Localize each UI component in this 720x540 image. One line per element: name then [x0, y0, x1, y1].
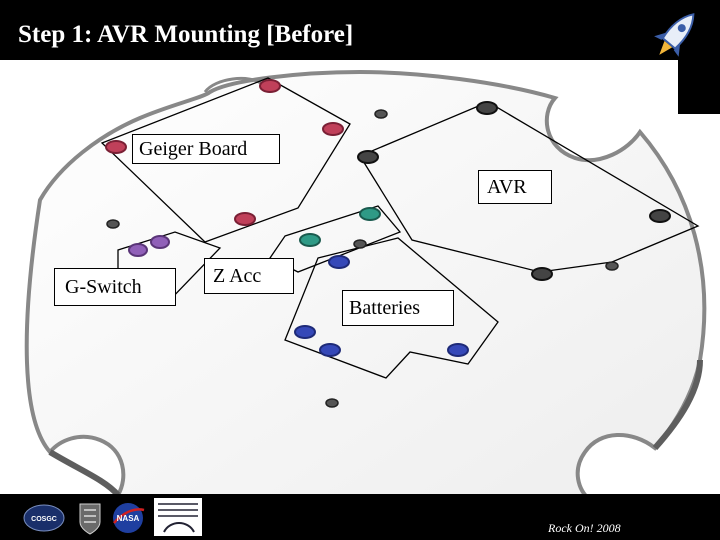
- label-geiger-board: Geiger Board: [132, 134, 280, 164]
- consortium-logo: [154, 498, 202, 536]
- slide-title: Step 1: AVR Mounting [Before]: [18, 21, 354, 48]
- shield-logo: [79, 503, 101, 535]
- nasa-logo-text: NASA: [117, 514, 140, 523]
- rocket-icon: [654, 13, 695, 57]
- title-bar: [0, 0, 720, 60]
- geiger-board-outline: [100, 77, 351, 243]
- label-avr: AVR: [478, 170, 552, 204]
- label-g-switch: G-Switch: [54, 268, 176, 306]
- corner-block: [678, 60, 720, 114]
- cosgc-logo: COSGC: [23, 504, 65, 532]
- label-z-acc: Z Acc: [204, 258, 294, 294]
- footer-text: Rock On! 2008: [548, 521, 621, 535]
- label-batteries: Batteries: [342, 290, 454, 326]
- cosgc-logo-text: COSGC: [31, 516, 57, 523]
- batteries-outline: [284, 237, 499, 379]
- nasa-logo: NASA: [113, 503, 145, 533]
- standoffs: [105, 79, 671, 408]
- footer-logos: COSGC NASA: [23, 498, 202, 536]
